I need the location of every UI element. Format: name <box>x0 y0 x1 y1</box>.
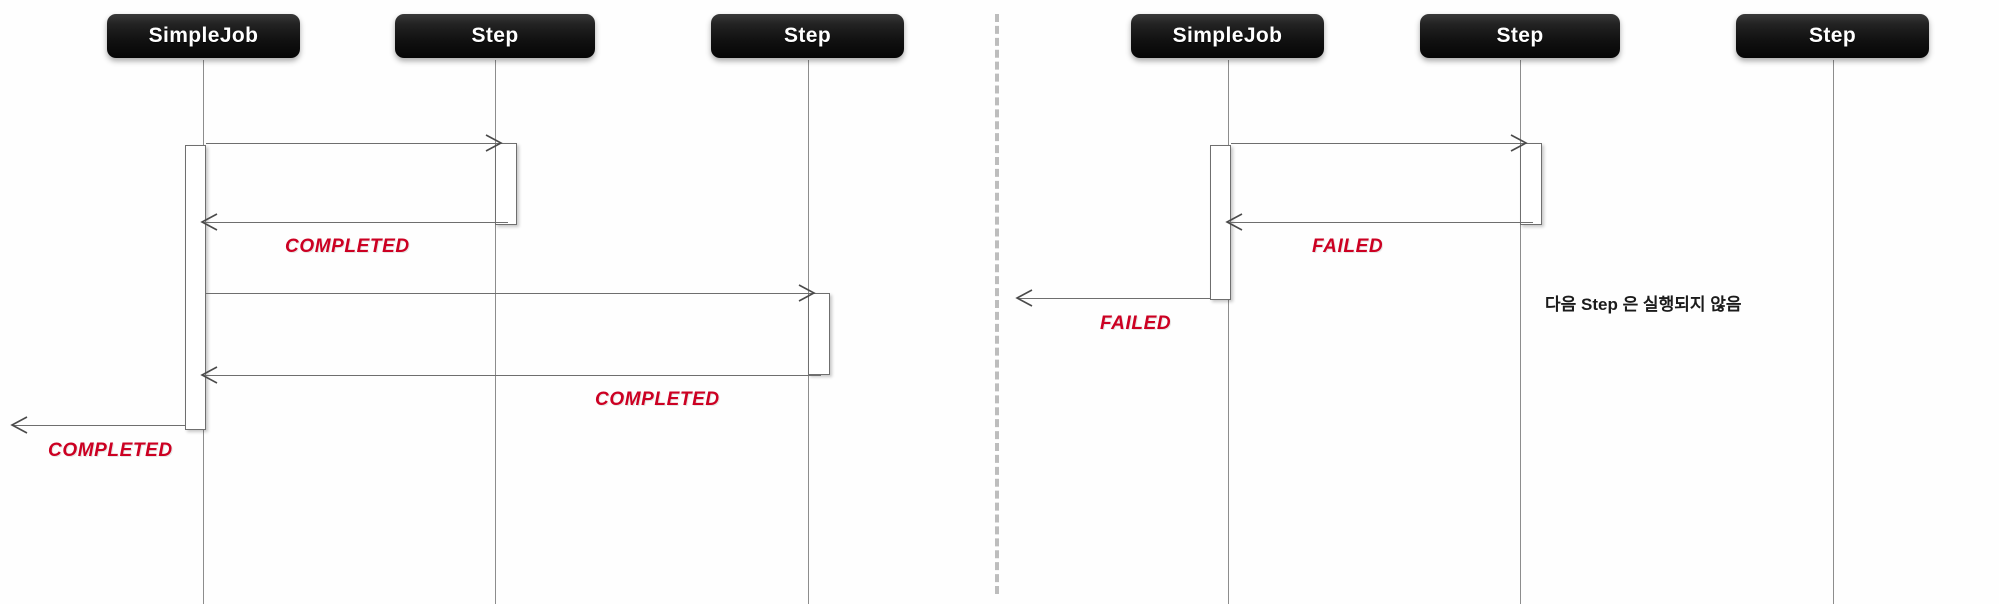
activation-bar-left-job-activation <box>185 145 206 430</box>
arrow-head-icon <box>1510 134 1528 152</box>
participant-left-step-2[interactable]: Step <box>711 14 904 58</box>
participant-left-simplejob[interactable]: SimpleJob <box>107 14 300 58</box>
message-label-left-return-step2: COMPLETED <box>595 389 720 410</box>
message-line-left-call-step1 <box>206 143 500 144</box>
participant-label: Step <box>1496 24 1544 47</box>
message-label-right-job-failed: FAILED <box>1100 313 1172 334</box>
next-step-not-executed-note: 다음 Step 은 실행되지 않음 <box>1545 295 1742 314</box>
participant-label: Step <box>471 24 519 47</box>
lifeline-right-step-1 <box>1520 60 1521 604</box>
message-line-left-call-step2 <box>206 293 813 294</box>
message-line-left-return-step1 <box>203 222 508 223</box>
activation-bar-left-step1-activation <box>495 143 517 225</box>
participant-right-step-1[interactable]: Step <box>1420 14 1620 58</box>
lifeline-left-step-1 <box>495 60 496 604</box>
arrow-head-icon <box>1225 213 1243 231</box>
arrow-head-icon <box>798 284 816 302</box>
participant-label: Step <box>783 24 832 47</box>
message-line-left-return-step2 <box>203 375 821 376</box>
participant-label: SimpleJob <box>148 24 259 47</box>
participant-label: SimpleJob <box>1172 24 1283 47</box>
arrow-head-icon <box>10 416 28 434</box>
participant-label: Step <box>1808 24 1857 47</box>
message-line-right-call-step1 <box>1231 143 1525 144</box>
message-label-left-job-complete: COMPLETED <box>48 440 173 461</box>
lifeline-right-step-2 <box>1833 60 1834 604</box>
message-label-left-return-step1: COMPLETED <box>285 236 410 257</box>
message-label-right-return-step1: FAILED <box>1312 236 1384 257</box>
scenario-divider <box>995 14 999 594</box>
arrow-head-icon <box>485 134 503 152</box>
arrow-head-icon <box>200 366 218 384</box>
lifeline-right-simplejob <box>1228 60 1229 604</box>
activation-bar-left-step2-activation <box>808 293 830 375</box>
message-line-right-job-failed <box>1018 298 1210 299</box>
participant-left-step-1[interactable]: Step <box>395 14 595 58</box>
participant-right-simplejob[interactable]: SimpleJob <box>1131 14 1324 58</box>
arrow-head-icon <box>200 213 218 231</box>
arrow-head-icon <box>1015 289 1033 307</box>
participant-right-step-2[interactable]: Step <box>1736 14 1929 58</box>
message-line-right-return-step1 <box>1228 222 1533 223</box>
message-line-left-job-complete <box>13 425 185 426</box>
activation-bar-right-step1-activation <box>1520 143 1542 225</box>
